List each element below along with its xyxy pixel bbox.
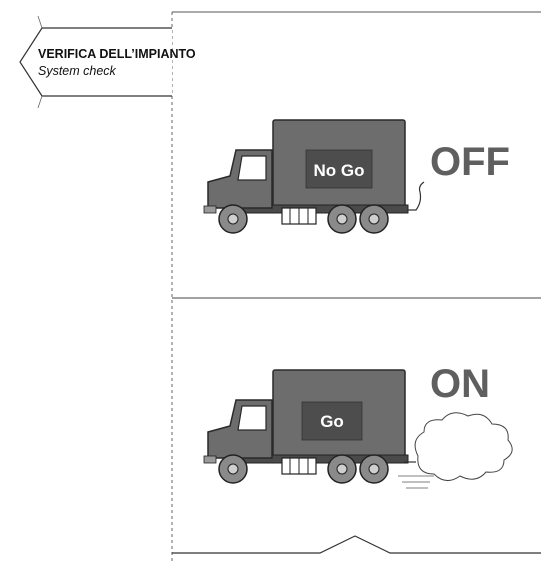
cargo-label: No Go bbox=[314, 161, 365, 180]
panel-off: No Go OFF bbox=[204, 120, 510, 233]
heading-subtitle: System check bbox=[38, 64, 117, 78]
cargo-label: Go bbox=[320, 412, 344, 431]
left-arrow-icon[interactable] bbox=[20, 16, 172, 108]
panel-on: Go ON bbox=[204, 362, 512, 488]
state-label: OFF bbox=[430, 140, 510, 184]
heading-title: VERIFICA DELL’IMPIANTO bbox=[38, 47, 196, 61]
up-chevron-icon[interactable] bbox=[172, 536, 541, 553]
motion-lines bbox=[398, 476, 434, 488]
exhaust-cloud-icon bbox=[415, 413, 512, 481]
state-label: ON bbox=[430, 362, 490, 406]
